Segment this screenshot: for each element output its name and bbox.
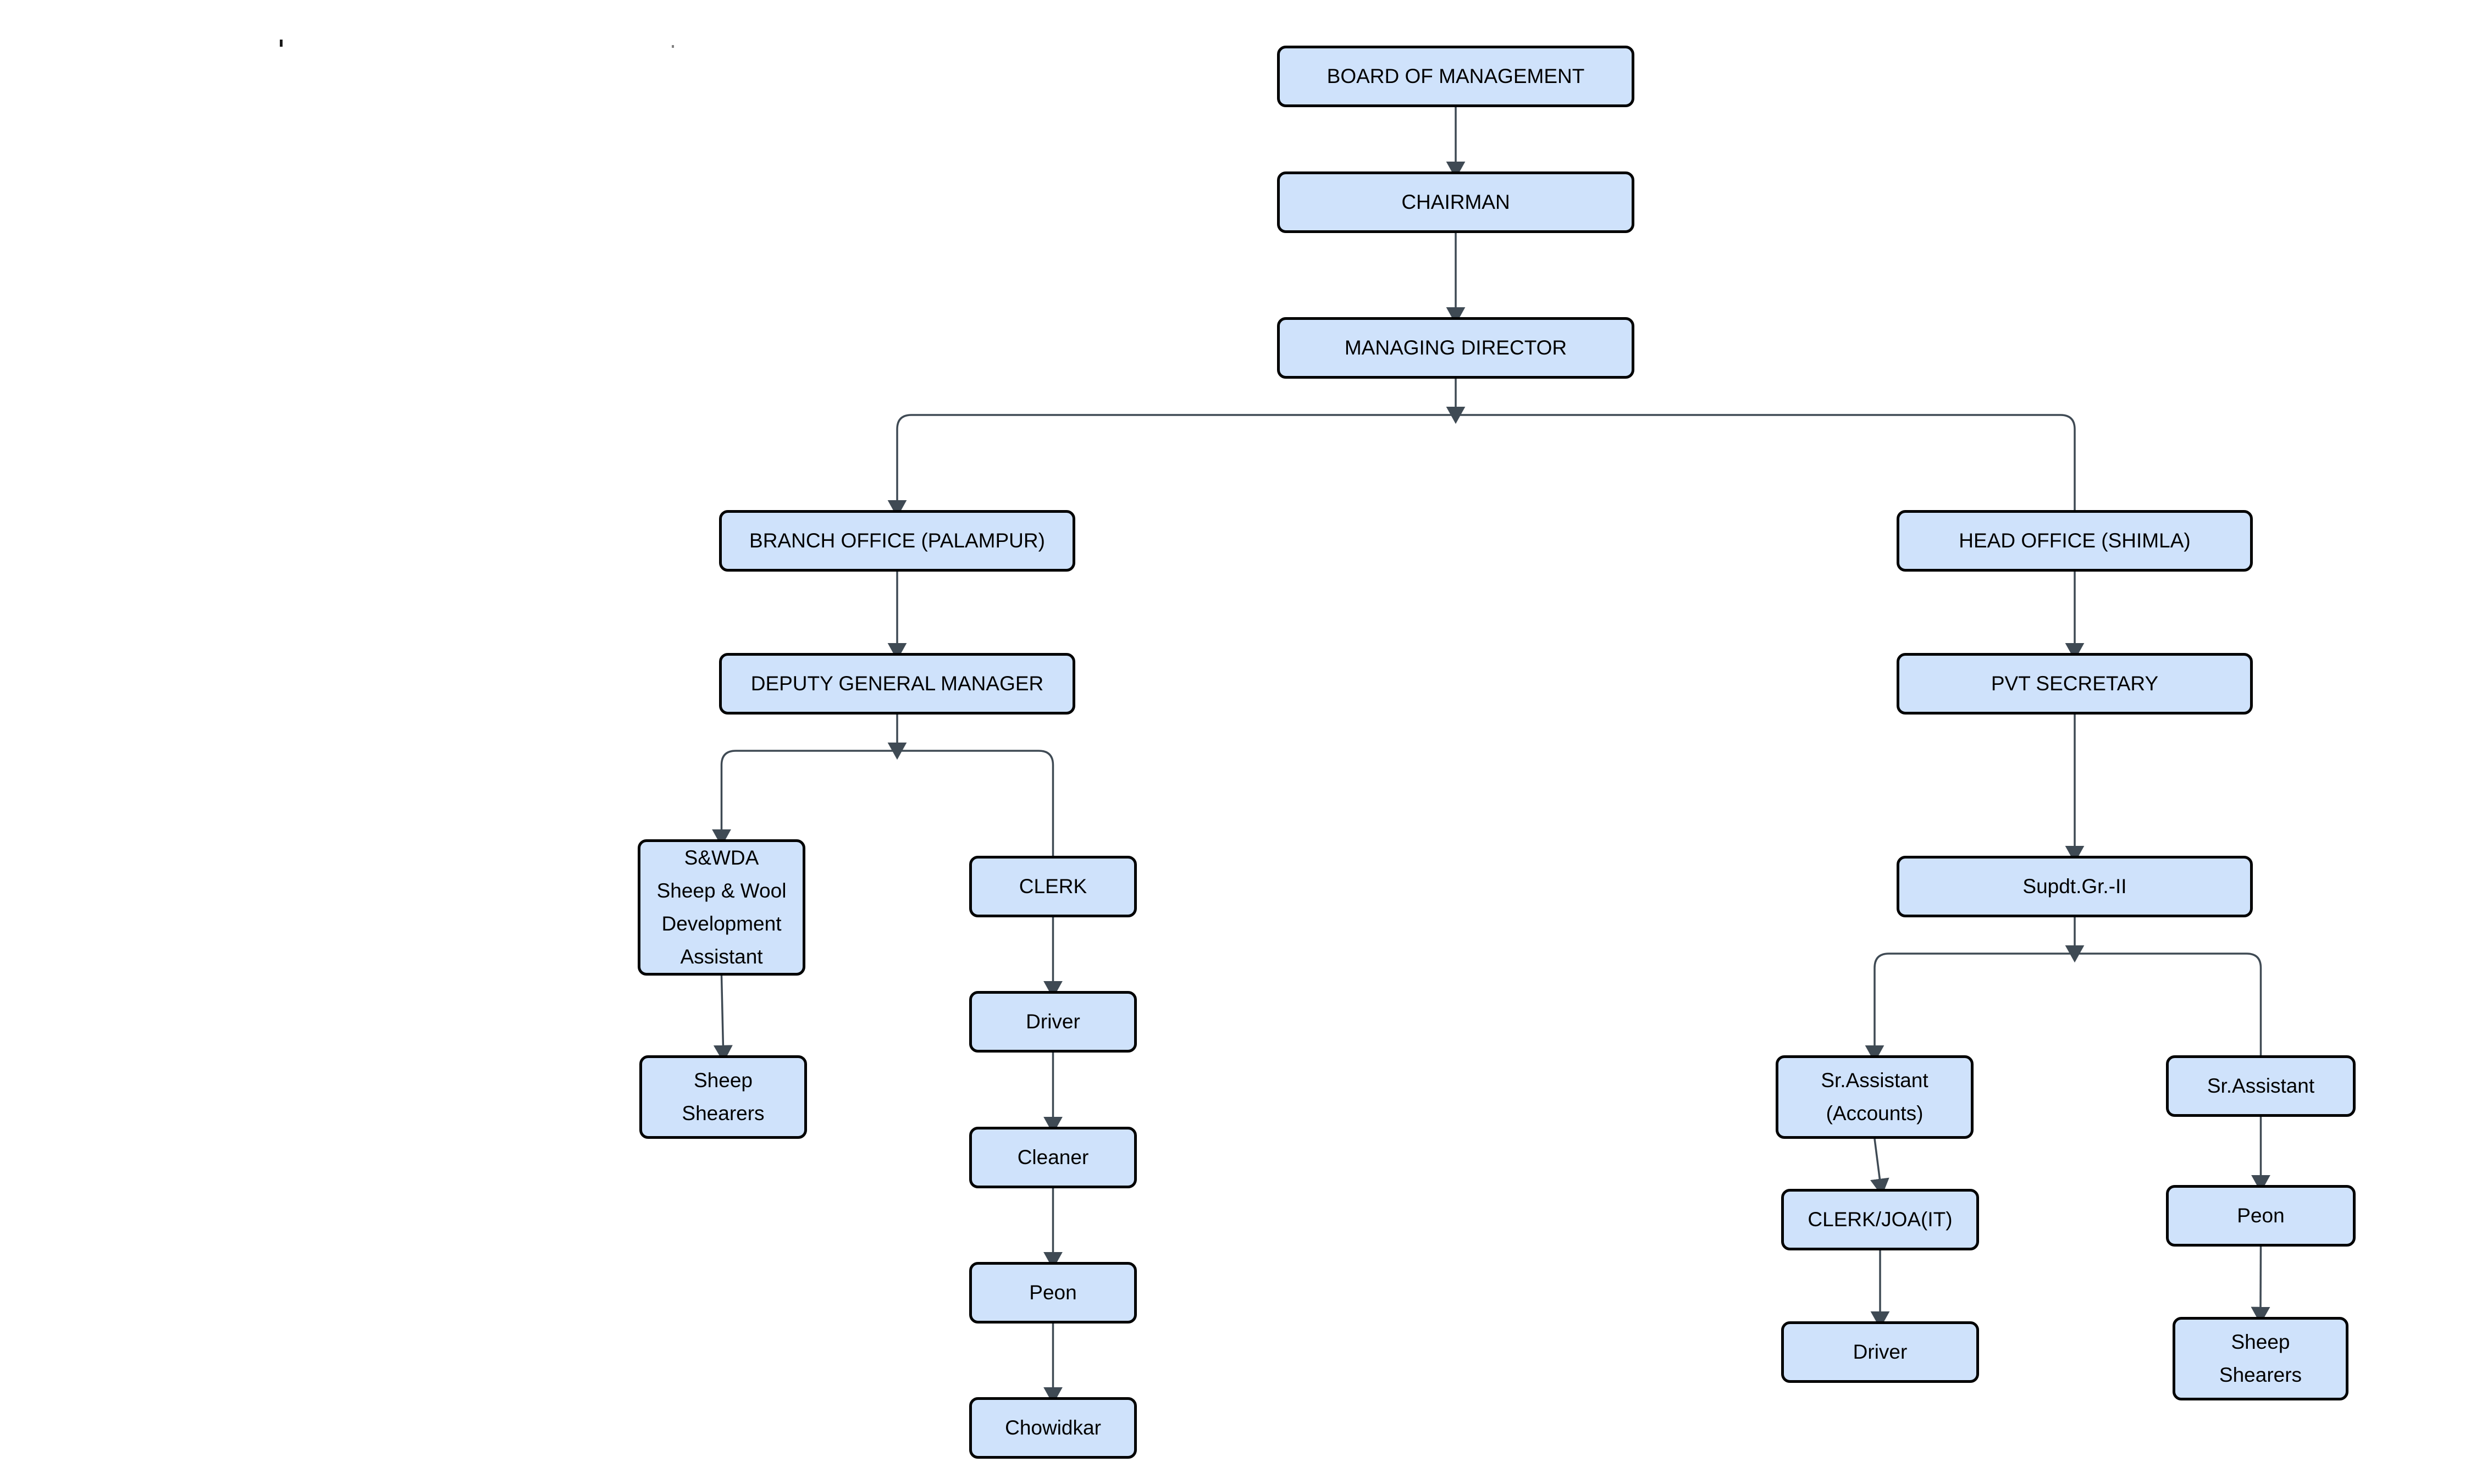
node-sr-acc[interactable]: Sr.Assistant (Accounts)	[1776, 1055, 1974, 1139]
edge	[897, 750, 1054, 856]
node-head[interactable]: HEAD OFFICE (SHIMLA)	[1897, 510, 2253, 572]
artifact-speck-2	[672, 45, 674, 48]
node-sr-asst[interactable]: Sr.Assistant	[2166, 1055, 2356, 1117]
node-chowidkar[interactable]: Chowidkar	[969, 1397, 1137, 1459]
node-label-line: Shearers	[682, 1102, 765, 1125]
node-label-line: Sr.Assistant	[1821, 1069, 1928, 1092]
node-label-line: Chowidkar	[1005, 1416, 1101, 1439]
node-label-line: Sheep	[694, 1069, 753, 1092]
node-label-line: Sheep	[2231, 1331, 2290, 1353]
node-label-line: Supdt.Gr.-II	[2022, 875, 2127, 898]
node-peon-l[interactable]: Peon	[969, 1262, 1137, 1324]
node-label-line: Peon	[2237, 1204, 2285, 1227]
node-chairman[interactable]: CHAIRMAN	[1277, 171, 1634, 233]
edge	[1865, 953, 2075, 1063]
node-md[interactable]: MANAGING DIRECTOR	[1277, 317, 1634, 379]
edge	[887, 414, 1456, 518]
node-branch[interactable]: BRANCH OFFICE (PALAMPUR)	[719, 510, 1075, 572]
node-label-line: DEPUTY GENERAL MANAGER	[750, 672, 1044, 695]
node-label-line: BOARD OF MANAGEMENT	[1327, 65, 1585, 87]
node-clerk-joa[interactable]: CLERK/JOA(IT)	[1781, 1189, 1979, 1250]
node-driver-l[interactable]: Driver	[969, 991, 1137, 1053]
node-peon-r[interactable]: Peon	[2166, 1185, 2356, 1247]
node-label-line: Assistant	[680, 945, 763, 968]
edge	[1870, 1138, 1889, 1197]
node-label-line: Sheep & Wool	[656, 879, 787, 902]
node-supdt[interactable]: Supdt.Gr.-II	[1897, 856, 2253, 917]
node-board[interactable]: BOARD OF MANAGEMENT	[1277, 46, 1634, 107]
node-clerk[interactable]: CLERK	[969, 856, 1137, 917]
edge	[713, 975, 733, 1063]
node-label-line: CLERK/JOA(IT)	[1808, 1208, 1953, 1231]
node-label-line: Shearers	[2219, 1364, 2302, 1386]
node-label-line: Driver	[1026, 1010, 1080, 1033]
artifact-speck-1	[280, 40, 283, 47]
node-label-line: MANAGING DIRECTOR	[1344, 336, 1567, 359]
node-label-line: Development	[661, 912, 782, 935]
node-label-line: S&WDA	[684, 846, 759, 869]
node-label-line: (Accounts)	[1826, 1102, 1924, 1125]
node-driver-r[interactable]: Driver	[1781, 1321, 1979, 1383]
node-label-line: Driver	[1853, 1341, 1908, 1363]
node-label-line: Sr.Assistant	[2207, 1075, 2315, 1097]
node-label-line: CLERK	[1019, 875, 1087, 898]
node-label-line: PVT SECRETARY	[1991, 672, 2159, 695]
node-label-line: Peon	[1029, 1281, 1077, 1304]
node-label-line: HEAD OFFICE (SHIMLA)	[1959, 529, 2191, 552]
node-cleaner[interactable]: Cleaner	[969, 1127, 1137, 1188]
node-label-line: CHAIRMAN	[1401, 191, 1510, 213]
edge	[712, 750, 897, 847]
edge	[1456, 414, 2076, 510]
edge	[2075, 953, 2262, 1055]
node-dgm[interactable]: DEPUTY GENERAL MANAGER	[719, 653, 1075, 715]
node-label-line: BRANCH OFFICE (PALAMPUR)	[749, 529, 1045, 552]
node-label-line: Cleaner	[1017, 1146, 1089, 1169]
node-pvt[interactable]: PVT SECRETARY	[1897, 653, 2253, 715]
